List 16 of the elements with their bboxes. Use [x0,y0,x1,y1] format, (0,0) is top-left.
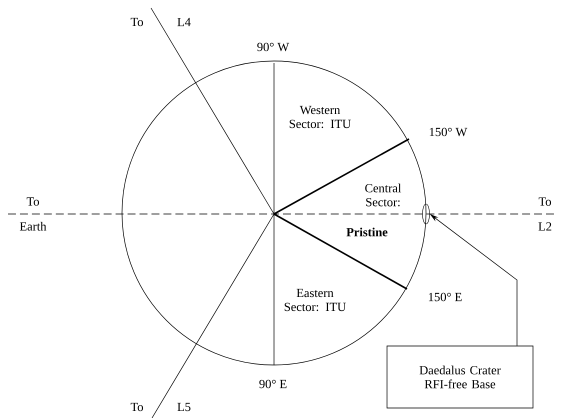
direction-label: L5 [177,402,190,412]
direction-label: To Earth [20,197,46,231]
label-box: Daedalus Crater RFI-free Base [386,346,534,408]
direction-label: To L2 [538,197,552,231]
sector-label: Central Sector: [365,184,402,206]
longitude-label: 150° W [430,128,468,136]
longitude-label: 90° E [259,380,286,388]
direction-label: To [130,18,144,26]
crater-symbol [422,204,430,224]
longitude-label: 90° W [257,42,290,52]
direction-label: To [130,402,144,412]
direction-label: L4 [177,18,191,26]
longitude-label: 150° E [428,292,462,302]
sector-label: Pristine [346,228,388,236]
sector-label: Eastern Sector: ITU [284,288,346,312]
sector-label: Western Sector: ITU [290,106,351,128]
